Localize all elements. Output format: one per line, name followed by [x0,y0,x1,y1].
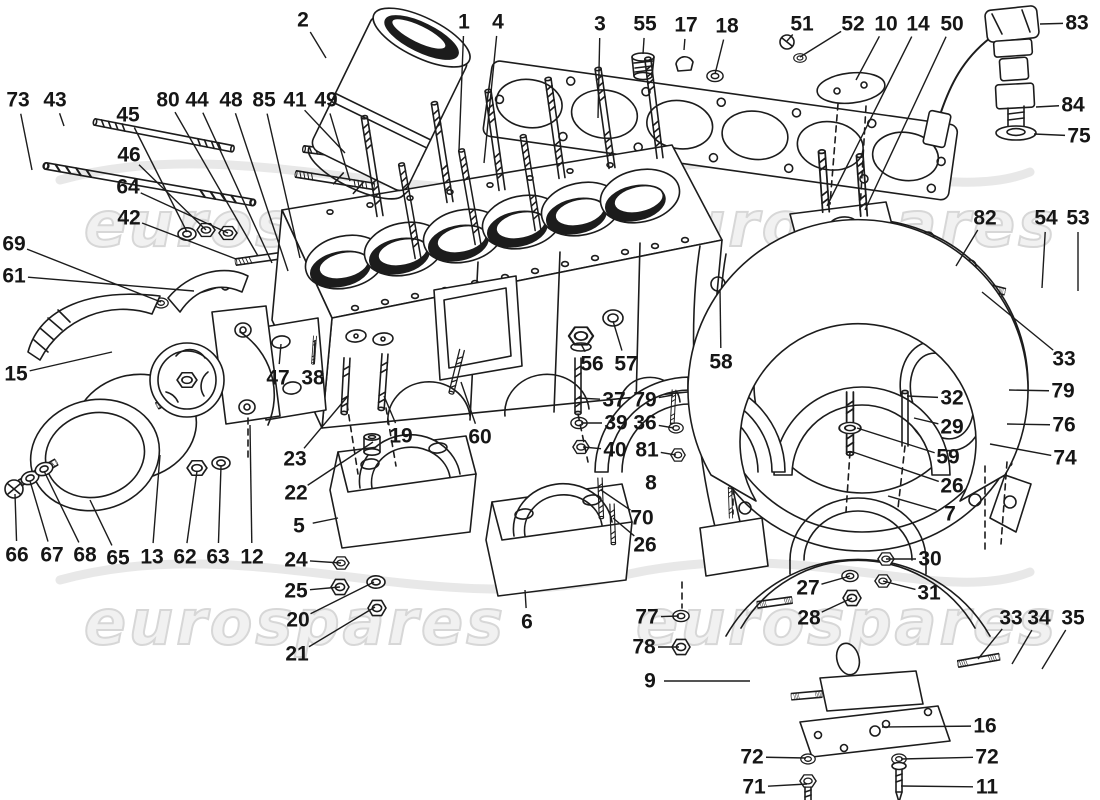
part-label-79: 79 [1051,379,1075,403]
part-label-50: 50 [940,12,964,36]
part-label-8: 8 [645,471,657,495]
part-label-52: 52 [841,12,865,36]
part-label-32: 32 [940,386,964,410]
part-label-82: 82 [973,206,997,230]
part-label-65: 65 [106,546,130,570]
part-label-83: 83 [1065,11,1089,35]
part-label-47: 47 [266,366,290,390]
part-label-67: 67 [40,543,64,567]
part-label-71: 71 [742,775,766,799]
part-label-36: 36 [633,411,657,435]
part-label-13: 13 [140,545,164,569]
part-label-6: 6 [521,610,533,634]
part-label-2: 2 [297,8,309,32]
part-label-45: 45 [116,103,140,127]
watermark-text: eurospares [83,585,507,660]
part-label-24: 24 [284,548,308,572]
part-label-28: 28 [797,606,821,630]
part-label-66: 66 [5,543,29,567]
part-label-18: 18 [715,14,739,38]
part-label-4: 4 [492,10,504,34]
part-label-29: 29 [940,415,964,439]
part-label-55: 55 [633,12,657,36]
part-label-30: 30 [918,547,942,571]
part-label-40: 40 [603,438,627,462]
part-label-43: 43 [43,88,67,112]
part-label-35: 35 [1061,606,1085,630]
part-label-70: 70 [630,506,654,530]
part-label-78: 78 [632,635,656,659]
part-label-75: 75 [1067,124,1091,148]
part-label-62: 62 [173,545,197,569]
part-label-26: 26 [940,474,964,498]
part-label-57: 57 [614,352,638,376]
part-label-9: 9 [644,669,656,693]
part-label-68: 68 [73,543,97,567]
part-label-80: 80 [156,88,180,112]
part-label-81: 81 [635,438,659,462]
part-label-84: 84 [1061,93,1085,117]
part-label-39: 39 [604,411,628,435]
part-label-63: 63 [206,545,230,569]
part-label-79: 79 [633,388,657,412]
part-label-34: 34 [1027,606,1051,630]
part-label-72: 72 [975,745,999,769]
part-label-20: 20 [286,608,310,632]
part-label-10: 10 [874,12,898,36]
part-label-14: 14 [906,12,930,36]
part-label-27: 27 [796,576,820,600]
part-label-64: 64 [116,175,140,199]
part-label-25: 25 [284,579,308,603]
part-label-31: 31 [917,581,941,605]
part-label-48: 48 [219,88,243,112]
part-label-54: 54 [1034,206,1058,230]
part-label-58: 58 [709,350,733,374]
part-label-56: 56 [580,352,604,376]
part-label-72: 72 [740,745,764,769]
part-label-3: 3 [594,12,606,36]
part-label-76: 76 [1052,413,1076,437]
part-label-15: 15 [4,362,28,386]
part-label-61: 61 [2,264,26,288]
part-label-38: 38 [301,366,325,390]
part-label-21: 21 [285,642,309,666]
part-label-19: 19 [389,424,413,448]
part-label-46: 46 [117,143,141,167]
part-label-23: 23 [283,447,307,471]
part-label-16: 16 [973,714,997,738]
part-label-53: 53 [1066,206,1090,230]
part-label-33: 33 [999,606,1023,630]
part-label-74: 74 [1053,446,1077,470]
part-label-85: 85 [252,88,276,112]
part-label-60: 60 [468,425,492,449]
part-label-5: 5 [293,514,305,538]
part-label-22: 22 [284,481,308,505]
part-label-44: 44 [185,88,209,112]
part-label-37: 37 [602,388,626,412]
part-label-59: 59 [936,445,960,469]
part-label-11: 11 [975,775,999,799]
part-label-69: 69 [2,232,26,256]
part-label-33: 33 [1052,347,1076,371]
part-label-51: 51 [790,12,814,36]
part-label-77: 77 [635,605,659,629]
part-label-7: 7 [944,502,956,526]
part-label-41: 41 [283,88,307,112]
part-label-1: 1 [458,10,470,34]
part-label-49: 49 [314,88,338,112]
part-label-73: 73 [6,88,30,112]
part-label-26: 26 [633,533,657,557]
part-label-17: 17 [674,13,698,37]
part-label-12: 12 [240,545,264,569]
part-label-42: 42 [117,206,141,230]
